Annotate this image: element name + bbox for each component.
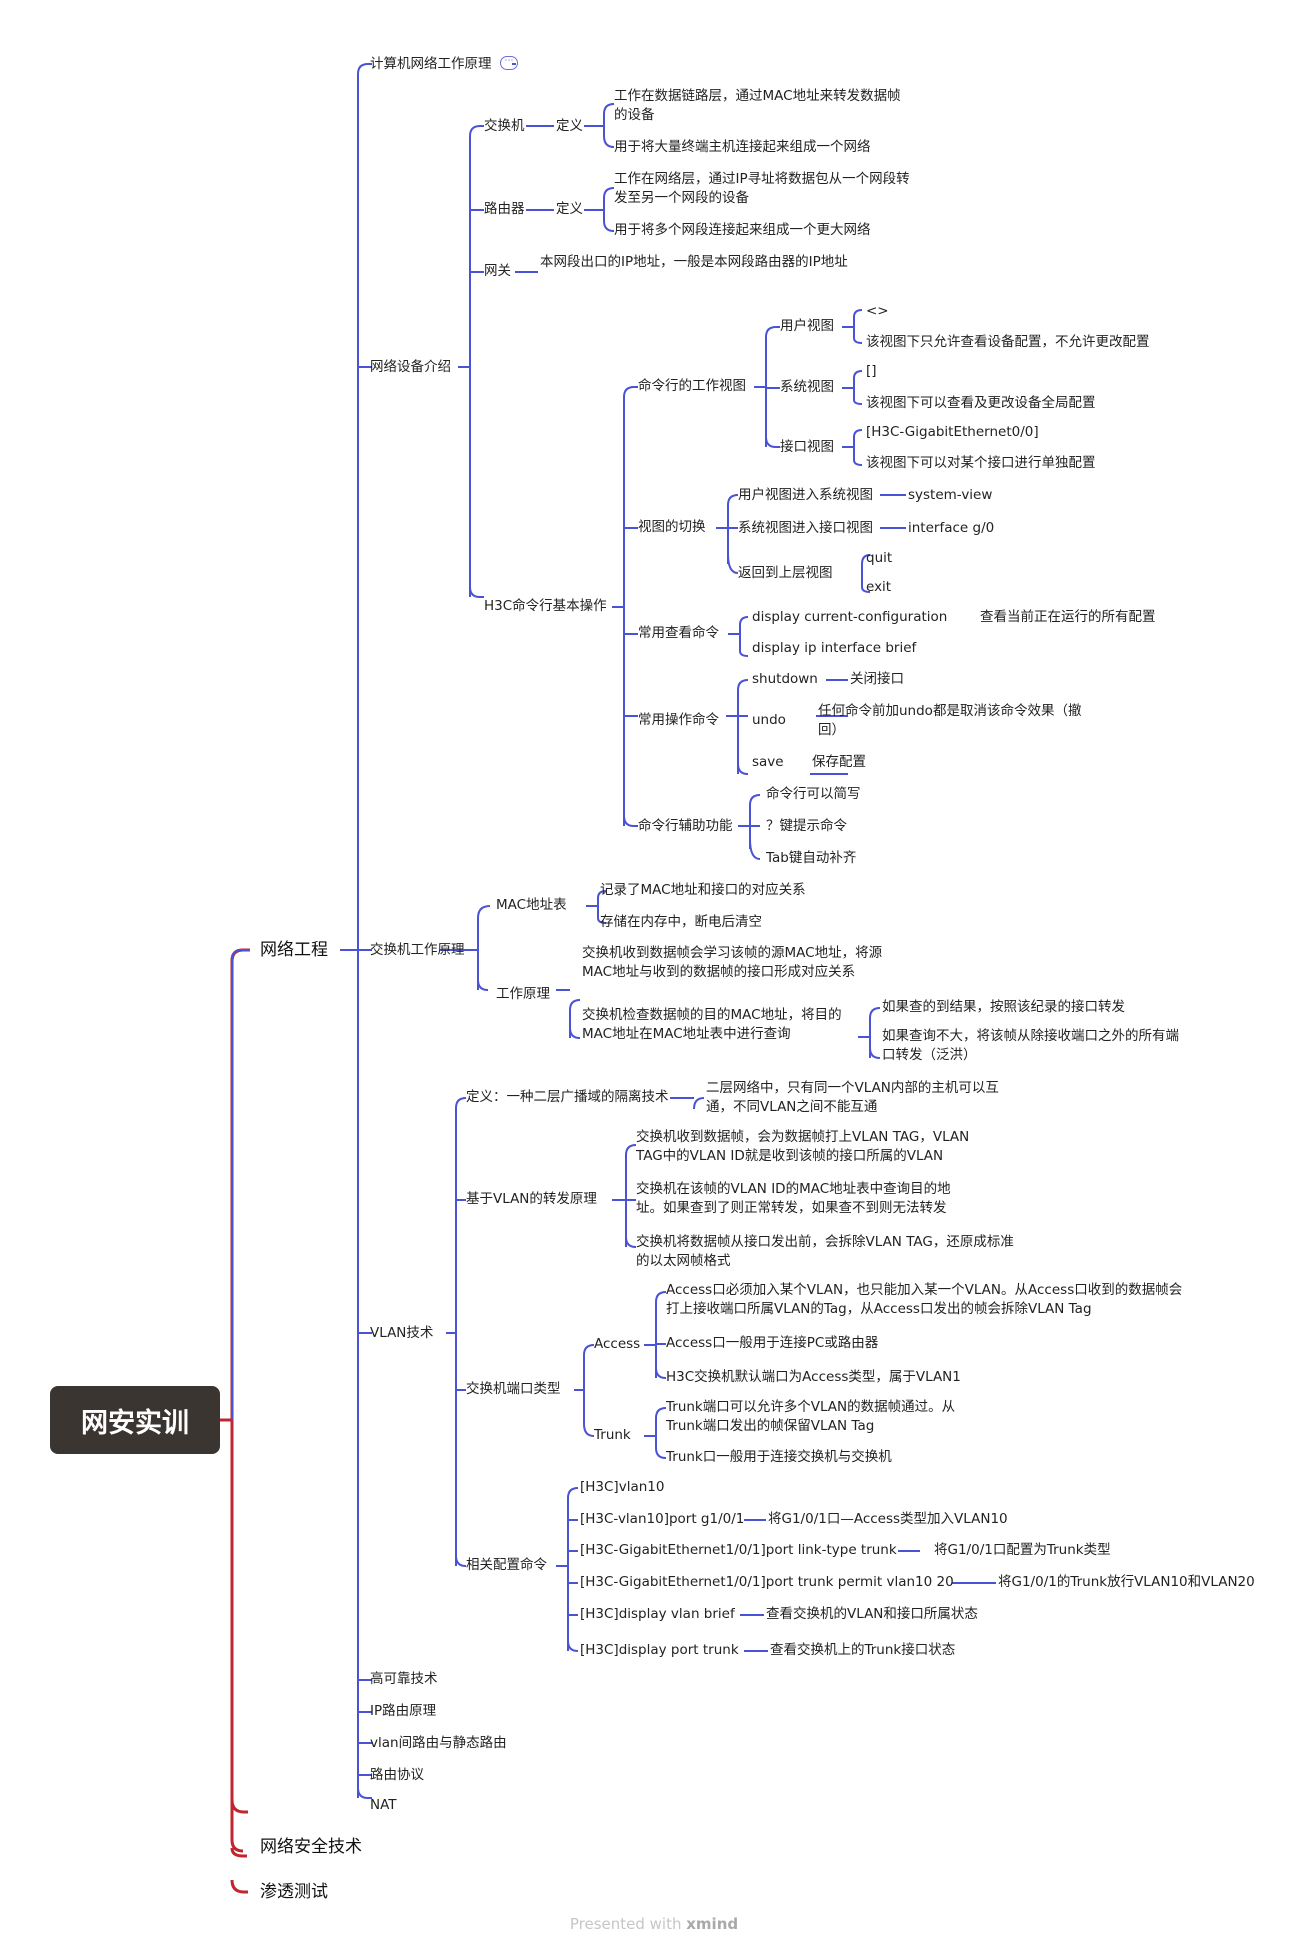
topic-c4[interactable]: [H3C-GigabitEthernet1/0/1]port trunk per…	[580, 1574, 954, 1590]
topic-nat[interactable]: NAT	[370, 1797, 397, 1813]
topic-oc1d[interactable]: 关闭接口	[850, 671, 904, 687]
topic-ax3[interactable]: Tab键自动补齐	[766, 850, 857, 866]
topic-p2[interactable]: 交换机检查数据帧的目的MAC地址，将目的MAC地址在MAC地址表中进行查询	[582, 1007, 842, 1042]
connector-net-sec	[230, 1847, 247, 1858]
topic-vlan[interactable]: VLAN技术	[370, 1325, 434, 1341]
topic-mt1[interactable]: 记录了MAC地址和接口的对应关系	[600, 882, 806, 898]
topic-if-desc[interactable]: 该视图下可以对某个接口进行单独配置	[866, 455, 1096, 471]
topic-sw-principle[interactable]: 工作原理	[496, 986, 550, 1002]
topic-sw3c1[interactable]: quit	[866, 550, 893, 566]
topic-vlan-routing[interactable]: vlan间路由与静态路由	[370, 1735, 507, 1751]
topic-port-types[interactable]: 交换机端口类型	[466, 1381, 561, 1397]
topic-mt2[interactable]: 存储在内存中，断电后清空	[600, 914, 762, 930]
topic-if-view[interactable]: 接口视图	[780, 439, 834, 455]
topic-devices[interactable]: 网络设备介绍	[370, 359, 451, 375]
topic-op-cmds[interactable]: 常用操作命令	[638, 712, 719, 728]
topic-sw1c[interactable]: system-view	[908, 487, 993, 503]
topic-if-prompt[interactable]: [H3C-GigabitEthernet0/0]	[866, 424, 1039, 440]
topic-sw2c[interactable]: interface g/0	[908, 520, 995, 536]
topic-c5[interactable]: [H3C]display vlan brief	[580, 1606, 735, 1622]
topic-a1[interactable]: Access口必须加入某个VLAN，也只能加入某一个VLAN。从Access口收…	[666, 1282, 1183, 1317]
topic-network-engineering[interactable]: 网络工程	[260, 940, 328, 960]
topic-a3[interactable]: H3C交换机默认端口为Access类型，属于VLAN1	[666, 1369, 961, 1385]
topic-views[interactable]: 命令行的工作视图	[638, 378, 746, 394]
topic-switch-d1[interactable]: 工作在数据链路层，通过MAC地址来转发数据帧的设备	[614, 88, 901, 123]
topic-oc3[interactable]: save	[752, 754, 784, 770]
topic-h3c[interactable]: H3C命令行基本操作	[484, 598, 607, 614]
topic-principle[interactable]: 计算机网络工作原理	[370, 56, 492, 72]
topic-c3[interactable]: [H3C-GigabitEthernet1/0/1]port link-type…	[580, 1542, 897, 1558]
topic-sys-view[interactable]: 系统视图	[780, 379, 834, 395]
collapsed-indicator-icon[interactable]: ⋯	[500, 56, 518, 70]
topic-penetration-testing[interactable]: 渗透测试	[260, 1882, 328, 1902]
topic-c3d[interactable]: 将G1/0/1口配置为Trunk类型	[934, 1542, 1111, 1558]
topic-routing-protocol[interactable]: 路由协议	[370, 1767, 424, 1783]
topic-f1[interactable]: 交换机收到数据帧，会为数据帧打上VLAN TAG，VLAN TAG中的VLAN …	[636, 1129, 970, 1164]
topic-ip-routing[interactable]: IP路由原理	[370, 1703, 437, 1719]
topic-router-def[interactable]: 定义	[556, 201, 583, 217]
topic-oc2d[interactable]: 任何命令前加undo都是取消该命令效果（撤回）	[818, 703, 1082, 738]
topic-sw1[interactable]: 用户视图进入系统视图	[738, 487, 873, 503]
topic-t1[interactable]: Trunk端口可以允许多个VLAN的数据帧通过。从Trunk端口发出的帧保留VL…	[666, 1399, 956, 1434]
topic-network-security[interactable]: 网络安全技术	[260, 1837, 362, 1857]
topic-gateway[interactable]: 网关	[484, 263, 511, 279]
topic-vlan-fwd[interactable]: 基于VLAN的转发原理	[466, 1191, 597, 1207]
topic-f2[interactable]: 交换机在该帧的VLAN ID的MAC地址表中查询目的地址。如果查到了则正常转发，…	[636, 1181, 951, 1216]
topic-c4d[interactable]: 将G1/0/1的Trunk放行VLAN10和VLAN20	[998, 1574, 1255, 1590]
footer-prefix: Presented with	[569, 1915, 687, 1933]
topic-switch[interactable]: 交换机	[484, 118, 525, 134]
topic-c6d[interactable]: 查看交换机上的Trunk接口状态	[770, 1642, 956, 1658]
topic-switch-d2[interactable]: 用于将大量终端主机连接起来组成一个网络	[614, 139, 871, 155]
topic-user-view[interactable]: 用户视图	[780, 318, 834, 334]
topic-t2[interactable]: Trunk口一般用于连接交换机与交换机	[666, 1449, 892, 1465]
topic-router-d1[interactable]: 工作在网络层，通过IP寻址将数据包从一个网段转发至另一个网段的设备	[614, 171, 910, 206]
topic-view-cmds[interactable]: 常用查看命令	[638, 625, 719, 641]
footer-credit: Presented with xmind	[0, 1915, 1308, 1933]
topic-c5d[interactable]: 查看交换机的VLAN和接口所属状态	[766, 1606, 978, 1622]
topic-switch-work[interactable]: 交换机工作原理	[370, 942, 465, 958]
topic-ax2[interactable]: ？键提示命令	[766, 818, 847, 834]
topic-vlan-def-d[interactable]: 二层网络中，只有同一个VLAN内部的主机可以互通，不同VLAN之间不能互通	[706, 1080, 999, 1115]
topic-aux[interactable]: 命令行辅助功能	[638, 818, 733, 834]
topic-high-availability[interactable]: 高可靠技术	[370, 1671, 438, 1687]
topic-a2[interactable]: Access口一般用于连接PC或路由器	[666, 1335, 879, 1351]
topic-ax1[interactable]: 命令行可以简写	[766, 786, 861, 802]
xmind-brand: xmind	[686, 1915, 739, 1933]
topic-sys-prompt[interactable]: []	[866, 363, 877, 379]
topic-router-d2[interactable]: 用于将多个网段连接起来组成一个更大网络	[614, 222, 871, 238]
topic-c2[interactable]: [H3C-vlan10]port g1/0/1	[580, 1511, 745, 1527]
topic-user-prompt[interactable]: <>	[866, 303, 889, 319]
topic-user-desc[interactable]: 该视图下只允许查看设备配置，不允许更改配置	[866, 334, 1150, 350]
topic-sw2[interactable]: 系统视图进入接口视图	[738, 520, 873, 536]
topic-gateway-d[interactable]: 本网段出口的IP地址，一般是本网段路由器的IP地址	[540, 254, 848, 270]
root-topic[interactable]: 网安实训	[50, 1386, 220, 1454]
topic-sw3c2[interactable]: exit	[866, 579, 892, 595]
topic-p2a[interactable]: 如果查的到结果，按照该纪录的接口转发	[882, 999, 1125, 1015]
topic-switching[interactable]: 视图的切换	[638, 519, 706, 535]
topic-f3[interactable]: 交换机将数据帧从接口发出前，会拆除VLAN TAG，还原成标准的以太网帧格式	[636, 1234, 1014, 1269]
topic-router[interactable]: 路由器	[484, 201, 525, 217]
topic-oc1[interactable]: shutdown	[752, 671, 818, 687]
topic-cfg[interactable]: 相关配置命令	[466, 1557, 547, 1573]
topic-access[interactable]: Access	[594, 1336, 641, 1352]
topic-mac-table[interactable]: MAC地址表	[496, 897, 567, 913]
topic-switch-def[interactable]: 定义	[556, 118, 583, 134]
topic-c6[interactable]: [H3C]display port trunk	[580, 1642, 739, 1658]
topic-p1[interactable]: 交换机收到数据帧会学习该帧的源MAC地址，将源MAC地址与收到的数据帧的接口形成…	[582, 945, 883, 980]
topic-c2d[interactable]: 将G1/0/1口—Access类型加入VLAN10	[768, 1511, 1008, 1527]
topic-oc3d[interactable]: 保存配置	[812, 754, 866, 770]
topic-vc1d[interactable]: 查看当前正在运行的所有配置	[980, 609, 1156, 625]
topic-p2b[interactable]: 如果查询不大，将该帧从除接收端口之外的所有端口转发（泛洪）	[882, 1028, 1179, 1063]
topic-vc2[interactable]: display ip interface brief	[752, 640, 917, 656]
topic-oc2[interactable]: undo	[752, 712, 786, 728]
topic-vlan-def[interactable]: 定义：一种二层广播域的隔离技术	[466, 1089, 669, 1105]
connector-red-trunk	[230, 948, 244, 1853]
topic-sys-desc[interactable]: 该视图下可以查看及更改设备全局配置	[866, 395, 1096, 411]
topic-trunk[interactable]: Trunk	[594, 1427, 631, 1443]
topic-c1[interactable]: [H3C]vlan10	[580, 1479, 665, 1495]
topic-vc1[interactable]: display current-configuration	[752, 609, 948, 625]
topic-sw3[interactable]: 返回到上层视图	[738, 565, 833, 581]
